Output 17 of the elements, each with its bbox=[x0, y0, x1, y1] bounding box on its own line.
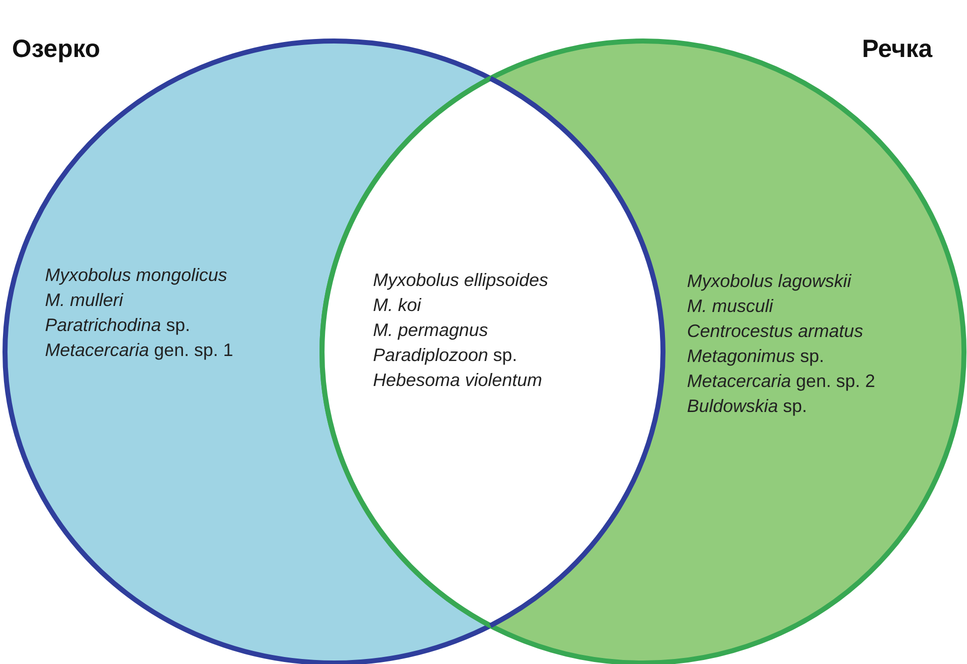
species-name: Myxobolus ellipsoides bbox=[373, 269, 548, 292]
species-name: Paradiplozoon sp. bbox=[373, 344, 518, 367]
set-heading: Речка bbox=[862, 35, 932, 64]
set-heading: Озерко bbox=[12, 35, 100, 64]
species-name: Metacercaria gen. sp. 1 bbox=[45, 339, 234, 362]
species-name: Myxobolus mongolicus bbox=[45, 264, 228, 287]
species-name: M. musculi bbox=[687, 295, 774, 318]
species-name: Metagonimus sp. bbox=[687, 345, 824, 368]
species-name: Myxobolus lagowskii bbox=[687, 270, 852, 293]
species-name: M. permagnus bbox=[373, 319, 488, 342]
species-name: M. koi bbox=[373, 294, 422, 317]
species-name: M. mulleri bbox=[45, 289, 124, 312]
species-name: Metacercaria gen. sp. 2 bbox=[687, 370, 876, 393]
species-name: Buldowskia sp. bbox=[687, 395, 808, 418]
species-name: Centrocestus armatus bbox=[687, 320, 864, 343]
species-name: Hebesoma violentum bbox=[373, 369, 542, 392]
species-name: Paratrichodina sp. bbox=[45, 314, 190, 337]
